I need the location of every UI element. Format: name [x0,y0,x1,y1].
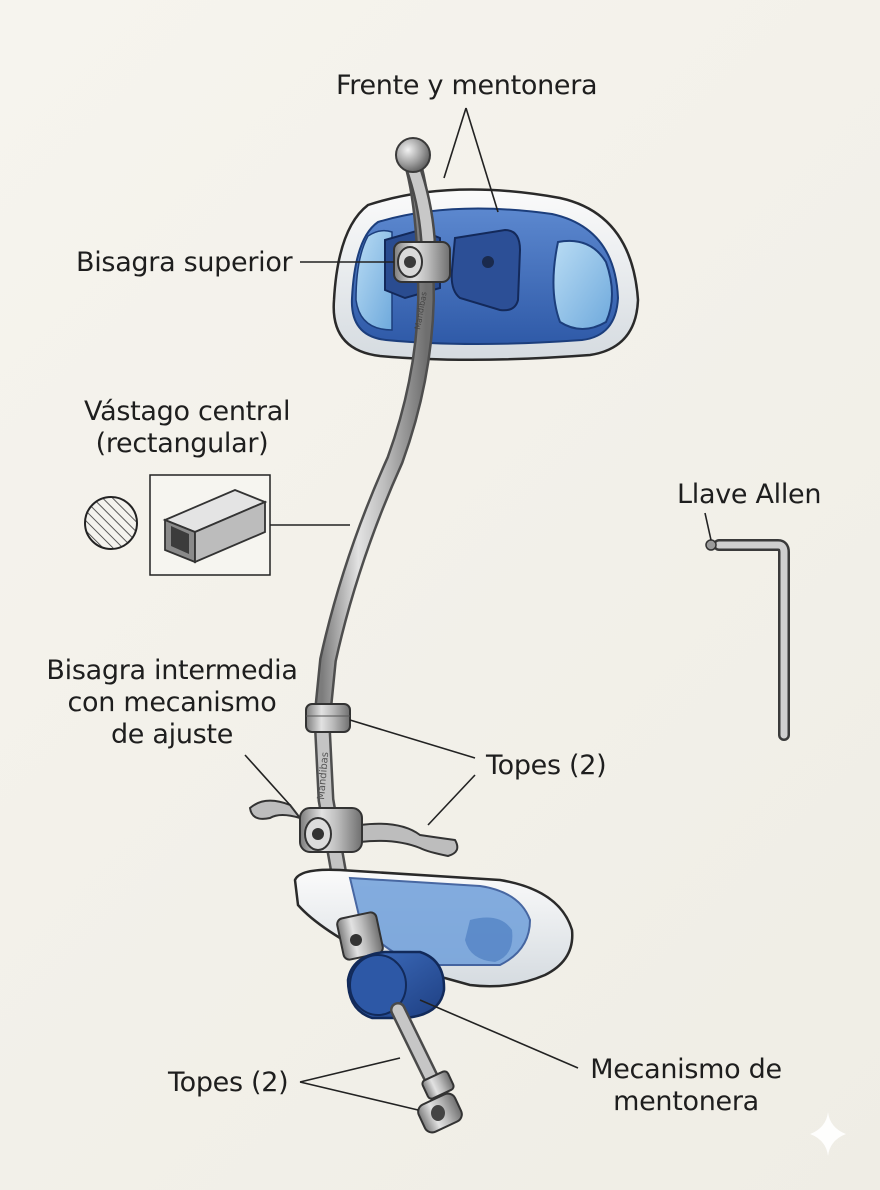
label-vastago-central: Vástago central (rectangular) [84,396,291,460]
leader-frente-1 [443,107,467,179]
label-frente-mentonera: Frente y mentonera [336,70,598,101]
label-vastago-line1: Vástago central [84,396,291,427]
leader-mecanismo [419,999,579,1069]
leader-topes-upper-2 [427,774,476,826]
label-bisagra-superior: Bisagra superior [76,247,293,278]
label-mec-line2: mentonera [613,1086,759,1117]
label-bisagra-intermedia: Bisagra intermedia con mecanismo de ajus… [40,655,304,751]
rod-engraving-lower: Mandibas [316,752,331,801]
intermediate-hinge [248,799,459,858]
label-topes-lower: Topes (2) [168,1067,289,1098]
rod-cross-section [84,474,271,576]
upper-hinge [393,241,451,283]
label-mec-line1: Mecanismo de [590,1054,782,1085]
label-mecanismo-mentonera: Mecanismo de mentonera [582,1054,790,1118]
label-vastago-line2: (rectangular) [95,428,269,459]
leader-topes-lower-1 [299,1057,401,1083]
top-ball-end [395,137,436,248]
leader-frente-2 [465,107,499,213]
forehead-pad [332,188,640,362]
leader-lines [244,107,712,1111]
leader-bisagra-intermedia [244,754,291,806]
leader-topes-upper-1 [349,719,476,759]
label-bisagra-int-line1: Bisagra intermedia [46,655,298,686]
lower-rod [390,1002,463,1134]
label-topes-upper: Topes (2) [486,750,607,781]
leader-topes-lower-2 [299,1081,419,1111]
leader-llave [704,512,712,541]
chin-pad [293,868,574,988]
allen-key [705,539,790,741]
middle-stop-collar [305,703,351,733]
sparkle-icon [810,1112,846,1156]
label-llave-allen: Llave Allen [677,479,822,510]
label-bisagra-int-line3: de ajuste [110,719,234,750]
label-bisagra-int-line2: con mecanismo [67,687,277,718]
chin-mechanism-knob [346,950,446,1020]
